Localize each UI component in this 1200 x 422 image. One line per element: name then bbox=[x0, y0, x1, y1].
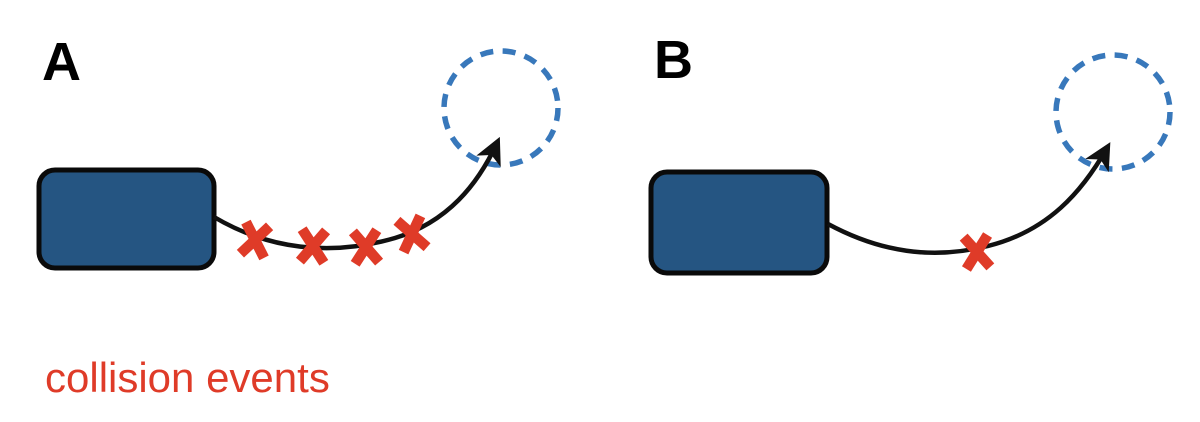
agent-box bbox=[36, 167, 217, 271]
panel-a: A bbox=[36, 32, 561, 271]
trajectory-arrow bbox=[212, 136, 501, 251]
panel-b-label: B bbox=[654, 30, 693, 90]
trajectory-arrow bbox=[826, 142, 1111, 255]
panel-a-label: A bbox=[42, 32, 81, 92]
goal-circle bbox=[1053, 52, 1173, 172]
agent-box bbox=[648, 169, 830, 276]
goal-circle bbox=[441, 48, 561, 168]
panel-b: B bbox=[648, 30, 1173, 276]
collision-events-caption: collision events bbox=[45, 354, 330, 401]
